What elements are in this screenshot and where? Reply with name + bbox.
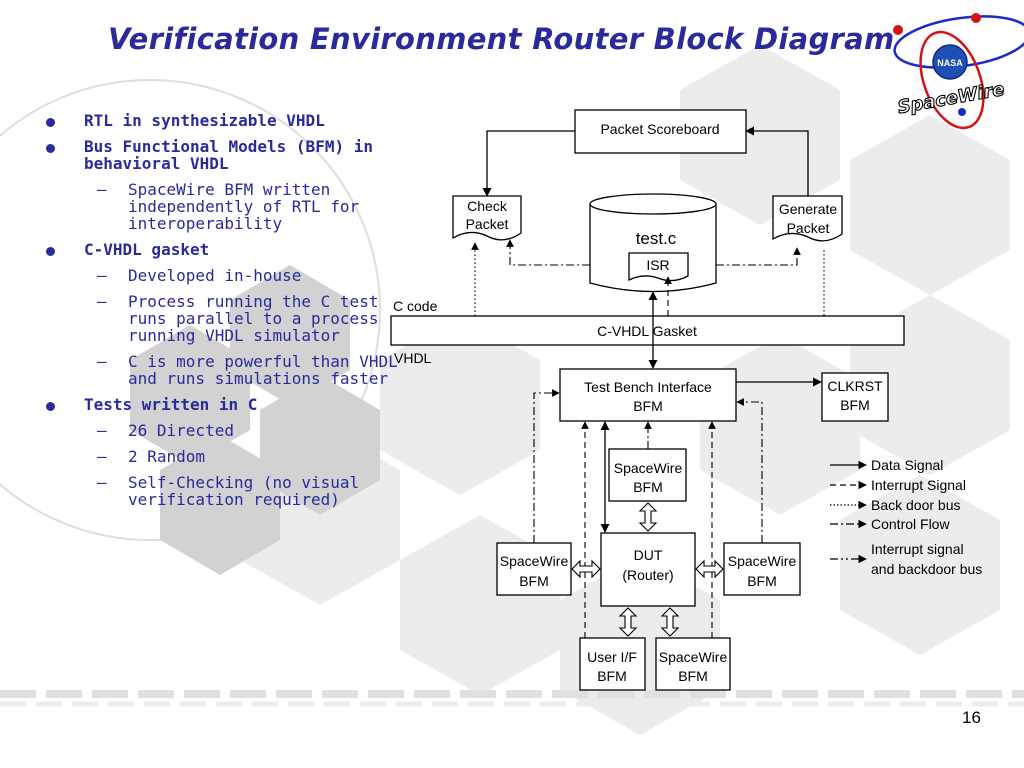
sw-top-label-2: BFM xyxy=(633,479,663,495)
legend-interrupt-signal: Interrupt Signal xyxy=(871,477,966,493)
user-if-bfm-box xyxy=(579,637,646,691)
sw-right-label-1: SpaceWire xyxy=(728,553,797,569)
sub-bullet-item: –SpaceWire BFM written independently of … xyxy=(97,180,360,233)
double-arrow-icon xyxy=(695,559,724,579)
packet-scoreboard-box xyxy=(574,109,747,154)
sw-bottom-label-2: BFM xyxy=(678,668,708,684)
clkrst-bfm-box xyxy=(821,372,889,422)
legend-control-flow: Control Flow xyxy=(871,516,950,532)
sw-bottom-label-1: SpaceWire xyxy=(659,649,728,665)
legend-data-signal: Data Signal xyxy=(871,457,943,473)
sub-bullet-item: –Developed in-house xyxy=(97,266,302,285)
spacewire-logo: NASA SpaceWire xyxy=(893,13,1024,130)
vhdl-label: VHDL xyxy=(394,350,432,366)
sw-right-label-2: BFM xyxy=(747,573,777,589)
legend-interrupt-backdoor-2: and backdoor bus xyxy=(871,561,982,577)
generate-packet-label-2: Packet xyxy=(787,220,830,236)
nasa-emblem-text: NASA xyxy=(937,58,963,68)
clkrst-label-2: BFM xyxy=(840,397,870,413)
c-vhdl-gasket-box xyxy=(390,315,905,346)
tbi-label-1: Test Bench Interface xyxy=(584,379,712,395)
isr-box xyxy=(628,252,689,282)
page-number: 16 xyxy=(962,708,981,727)
sub-bullet-item: –2 Random xyxy=(97,447,206,466)
legend-interrupt-backdoor-1: Interrupt signal xyxy=(871,541,964,557)
spacewire-bfm-left-box xyxy=(496,542,572,596)
sw-left-label-2: BFM xyxy=(519,573,549,589)
generate-packet-label-1: Generate xyxy=(779,201,838,217)
bullet-dot-icon xyxy=(46,402,55,411)
packet-scoreboard-label: Packet Scoreboard xyxy=(600,121,719,137)
sub-bullet-item: –Self-Checking (no visual verification r… xyxy=(97,473,360,509)
test-bench-interface-box xyxy=(559,368,737,422)
bullet-list: RTL in synthesizable VHDL Bus Functional… xyxy=(40,112,400,517)
legend xyxy=(830,460,867,564)
dut-label-2: (Router) xyxy=(622,567,673,583)
generate-packet-box xyxy=(772,195,843,242)
legend-back-door-bus: Back door bus xyxy=(871,497,961,513)
double-arrow-icon xyxy=(638,502,658,532)
bullet-item: Bus Functional Models (BFM) in behaviora… xyxy=(40,138,400,172)
dut-label-1: DUT xyxy=(634,547,663,563)
dut-router-box xyxy=(600,532,696,607)
sub-bullet-item: –Process running the C test runs paralle… xyxy=(97,292,379,345)
bullet-item: Tests written in C xyxy=(40,396,400,413)
sw-left-label-1: SpaceWire xyxy=(500,553,569,569)
clkrst-label-1: CLKRST xyxy=(827,378,883,394)
double-arrow-icon xyxy=(571,559,601,579)
spacewire-bfm-bottom-box xyxy=(655,637,731,691)
test-c-label: test.c xyxy=(636,229,677,248)
c-code-label: C code xyxy=(393,298,438,314)
bullet-dot-icon xyxy=(46,247,55,256)
double-arrow-icon xyxy=(618,607,638,637)
check-packet-label-2: Packet xyxy=(466,216,509,232)
bullet-dot-icon xyxy=(46,144,55,153)
check-packet-label-1: Check xyxy=(467,198,508,214)
gasket-label: C-VHDL Gasket xyxy=(597,323,697,339)
bullet-item: RTL in synthesizable VHDL xyxy=(40,112,400,129)
nasa-emblem-icon xyxy=(932,44,968,80)
sub-bullet-item: –26 Directed xyxy=(97,421,234,440)
bullet-item: C-VHDL gasket xyxy=(40,241,400,258)
bullet-dot-icon xyxy=(46,118,55,127)
tbi-label-2: BFM xyxy=(633,398,663,414)
footer-band xyxy=(0,690,1024,707)
double-arrow-icon xyxy=(660,607,680,637)
slide-title: Verification Environment Router Block Di… xyxy=(108,22,895,56)
user-if-label-1: User I/F xyxy=(587,649,637,665)
sub-bullet-item: –C is more powerful than VHDL and runs s… xyxy=(97,352,398,388)
sw-top-label-1: SpaceWire xyxy=(614,460,683,476)
check-packet-box xyxy=(452,195,522,241)
user-if-label-2: BFM xyxy=(597,668,627,684)
isr-label: ISR xyxy=(646,257,669,273)
